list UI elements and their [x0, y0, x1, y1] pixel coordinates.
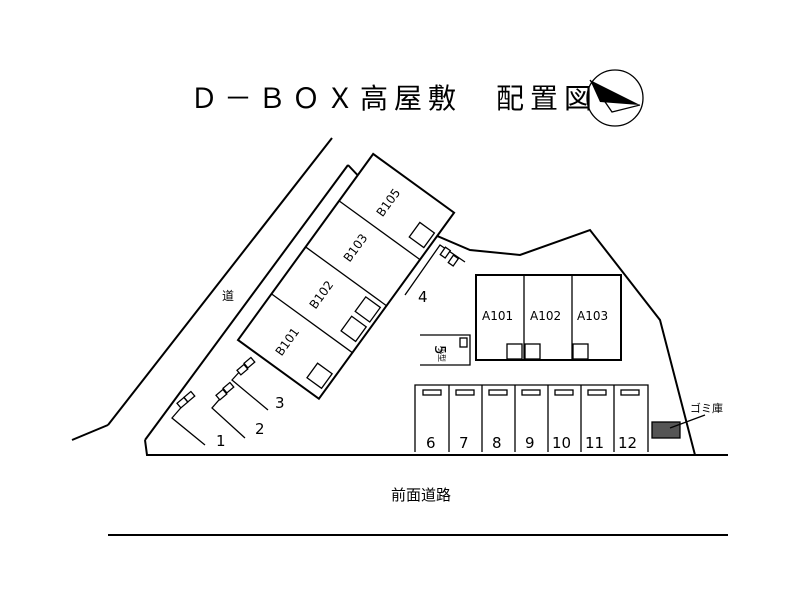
north-arrow-icon: [586, 69, 644, 127]
parking-5: 小型 5: [420, 334, 471, 366]
b101-entrance: [306, 362, 334, 390]
parking-9-label: 9: [525, 434, 535, 452]
a102-entrance: [524, 343, 541, 360]
parking-7-label: 7: [459, 434, 469, 452]
side-road-label: 道: [222, 289, 234, 303]
garbage-shed: ゴミ庫: [651, 401, 723, 439]
small-parking-label: 小型: [437, 346, 446, 362]
a101-entrance: [506, 343, 523, 360]
front-road-label: 前面道路: [391, 486, 451, 504]
building-a: A101 A102 A103: [475, 274, 622, 361]
parking-1-label: 1: [216, 432, 226, 450]
parking-4-label: 4: [418, 288, 428, 306]
garbage-shed-box: [651, 421, 681, 439]
parking-1: 1: [171, 390, 226, 450]
b105-entrance: [408, 221, 436, 249]
parking-6-label: 6: [426, 434, 436, 452]
page-title: Ｄ－ＢＯＸ高屋敷 配置図: [190, 82, 598, 115]
side-road: 道: [71, 137, 349, 441]
unit-a102: A102: [530, 309, 561, 323]
building-b: B101 B102 B103 B105: [236, 152, 456, 401]
b103-entrance: [354, 295, 382, 323]
parking-12-label: 12: [618, 434, 637, 452]
parking-2: 2: [211, 381, 265, 439]
parking-11-label: 11: [585, 434, 604, 452]
a103-entrance: [572, 343, 589, 360]
parking-3: 3: [231, 356, 285, 412]
unit-a103: A103: [577, 309, 608, 323]
parking-4: 4: [404, 244, 466, 306]
parking-3-label: 3: [275, 394, 285, 412]
front-road: 前面道路: [108, 486, 728, 536]
parking-bottom: 6 7 8 9 10 11 12: [414, 384, 649, 452]
parking-2-label: 2: [255, 420, 265, 438]
b102-entrance: [340, 315, 368, 343]
garbage-shed-label: ゴミ庫: [690, 401, 723, 415]
unit-a101: A101: [482, 309, 513, 323]
parking-5-label: 5: [431, 345, 449, 355]
parking-10-label: 10: [552, 434, 571, 452]
parking-8-label: 8: [492, 434, 502, 452]
